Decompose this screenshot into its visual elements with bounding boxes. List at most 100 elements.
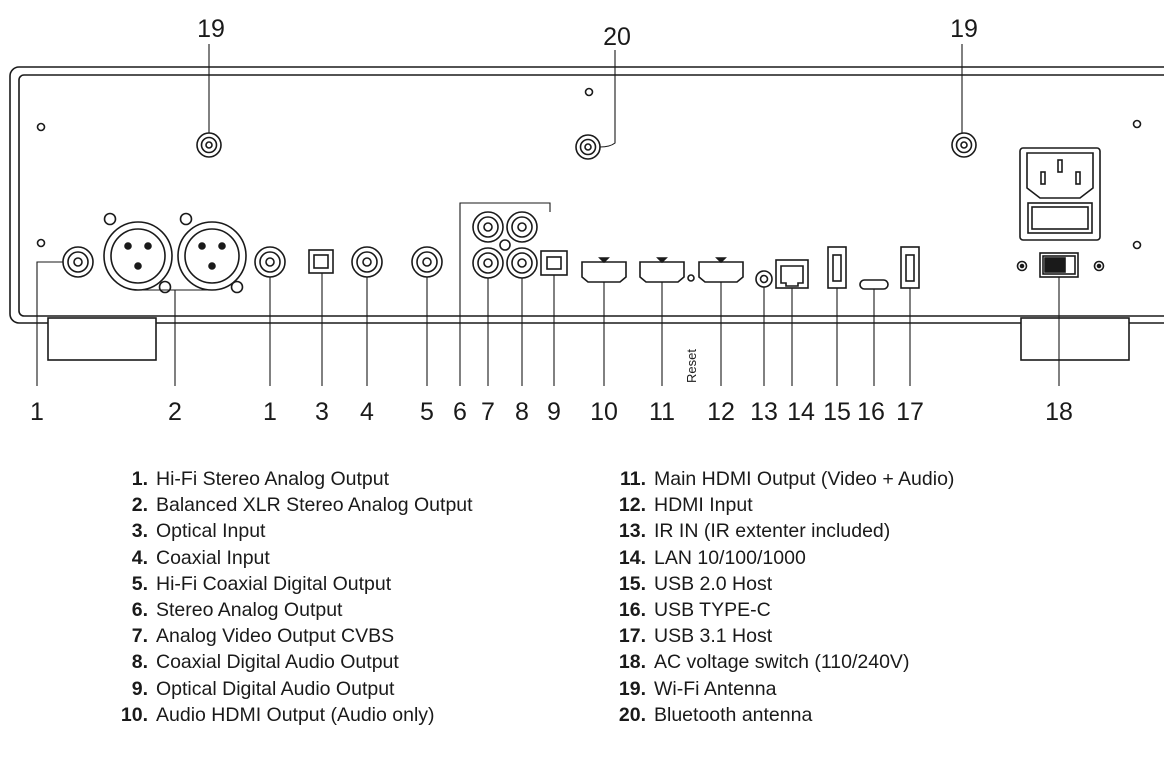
lan-port [775, 259, 809, 289]
legend-number: 18. [618, 651, 646, 674]
legend-item: 6. Stereo Analog Output [118, 597, 473, 623]
legend-item: 3.Optical Input [118, 518, 473, 544]
screw-hole [1132, 240, 1142, 250]
callout-number: 14 [787, 398, 815, 426]
screw-hole [1132, 119, 1142, 129]
legend-number: 20. [618, 703, 646, 726]
callout-number: 16 [857, 398, 885, 426]
main-hdmi-output [639, 257, 685, 283]
callout-number: 2 [168, 398, 182, 426]
callout-number: 9 [547, 398, 561, 426]
legend-text: Audio HDMI Output (Audio only) [156, 703, 435, 726]
callout-number: 1 [30, 398, 44, 426]
callout-number: 18 [1045, 398, 1073, 426]
wifi-antenna-connector-right [951, 132, 977, 158]
legend-item: 8. Coaxial Digital Audio Output [118, 649, 473, 675]
legend-text: USB TYPE-C [654, 598, 771, 621]
legend-text: Main HDMI Output (Video + Audio) [654, 468, 955, 490]
usb-3-host-port [900, 246, 920, 289]
stereo-analog-output-left [472, 211, 504, 243]
screw-hole [36, 122, 46, 132]
chassis-outer [9, 66, 1164, 324]
legend-text: LAN 10/100/1000 [654, 546, 806, 569]
callout-number: 6 [453, 398, 467, 426]
legend-item: 20. Bluetooth antenna [610, 702, 954, 728]
legend-item: 1. Hi-Fi Stereo Analog Output [118, 466, 473, 492]
legend-number: 13. [618, 520, 646, 543]
legend-text: Hi-Fi Coaxial Digital Output [156, 572, 392, 595]
legend-text: AC voltage switch (110/240V) [654, 651, 910, 674]
legend-text: Optical Input [156, 520, 266, 543]
legend-number: 8. [131, 651, 148, 674]
legend-item: 16. USB TYPE-C [610, 597, 954, 623]
callout-number: 12 [707, 398, 735, 426]
legend-number: 5. [131, 572, 148, 595]
legend-text: IR IN (IR extenter included) [654, 520, 891, 543]
legend-text: Coaxial Input [156, 546, 270, 569]
legend-item: 12. HDMI Input [610, 492, 954, 518]
legend-text: Bluetooth antenna [654, 703, 813, 726]
legend-number: 12. [618, 494, 646, 517]
legend-text: USB 2.0 Host [654, 572, 773, 595]
legend-text: Stereo Analog Output [156, 598, 343, 621]
optical-input [308, 249, 334, 274]
callout-number: 19 [950, 15, 978, 43]
cvbs-video-output [472, 247, 504, 279]
legend-number: 15. [618, 572, 646, 595]
callout-number: 4 [360, 398, 374, 426]
legend-number: 19. [618, 677, 646, 700]
ir-in-jack [755, 270, 773, 288]
hifi-analog-output-left [62, 246, 94, 278]
reset-button-hole [687, 274, 695, 282]
legend-text: HDMI Input [654, 494, 753, 517]
legend-text: Balanced XLR Stereo Analog Output [156, 494, 473, 517]
legend-number: 1. [131, 468, 148, 490]
legend-text: Optical Digital Audio Output [156, 677, 395, 700]
legend-item: 17.USB 3.1 Host [610, 623, 954, 649]
hdmi-input [698, 257, 744, 283]
legend-item: 13. IR IN (IR extenter included) [610, 518, 954, 544]
legend-item: 11. Main HDMI Output (Video + Audio) [610, 466, 954, 492]
legend-number: 6. [131, 598, 148, 621]
legend-text: Coaxial Digital Audio Output [156, 651, 399, 674]
ac-voltage-switch [1016, 252, 1105, 278]
xlr-output-right [177, 212, 247, 294]
legend-number: 16. [618, 598, 646, 621]
xlr-output-left [103, 212, 173, 294]
callout-number: 13 [750, 398, 778, 426]
legend-number: 11. [619, 468, 646, 490]
leader-lines [36, 44, 1060, 386]
legend-text: Analog Video Output CVBS [156, 625, 395, 648]
legend-number: 17. [618, 625, 646, 648]
hifi-coaxial-digital-output [411, 246, 443, 278]
rear-panel-diagram: Reset 19 20 19 1 2 1 3 4 5 6 7 8 9 10 11… [9, 15, 1164, 426]
callout-number: 7 [481, 398, 495, 426]
legend-right-column: 11. Main HDMI Output (Video + Audio) 12. H… [610, 466, 955, 728]
callout-number: 3 [315, 398, 329, 426]
callout-number: 17 [896, 398, 924, 426]
callout-number: 5 [420, 398, 434, 426]
legend-item: 18. AC voltage switch (110/240V) [610, 649, 954, 675]
callout-number: 20 [603, 23, 631, 51]
legend-number: 2. [131, 494, 148, 517]
legend-number: 14. [618, 546, 646, 569]
chassis-inner [18, 74, 1164, 317]
legend-number: 7. [131, 625, 148, 648]
legend-item: 10.Audio HDMI Output (Audio only) [118, 702, 473, 728]
callout-number: 19 [197, 15, 225, 43]
callout-number: 11 [649, 398, 675, 426]
callout-number: 10 [590, 398, 618, 426]
stereo-analog-output-right [506, 211, 538, 243]
usb-2-host-port [827, 246, 847, 289]
screw-hole [584, 87, 594, 97]
legend-text: Hi-Fi Stereo Analog Output [156, 468, 390, 490]
coaxial-digital-audio-output [506, 247, 538, 279]
legend-item: 4.Coaxial Input [118, 545, 473, 571]
bluetooth-antenna-connector [575, 134, 601, 160]
legend-number: 9. [131, 677, 148, 700]
callout-number: 8 [515, 398, 529, 426]
usb-type-c-port [859, 279, 889, 290]
legend-item: 9. Optical Digital Audio Output [118, 676, 473, 702]
callout-number: 15 [823, 398, 851, 426]
wifi-antenna-connector-left [196, 132, 222, 158]
